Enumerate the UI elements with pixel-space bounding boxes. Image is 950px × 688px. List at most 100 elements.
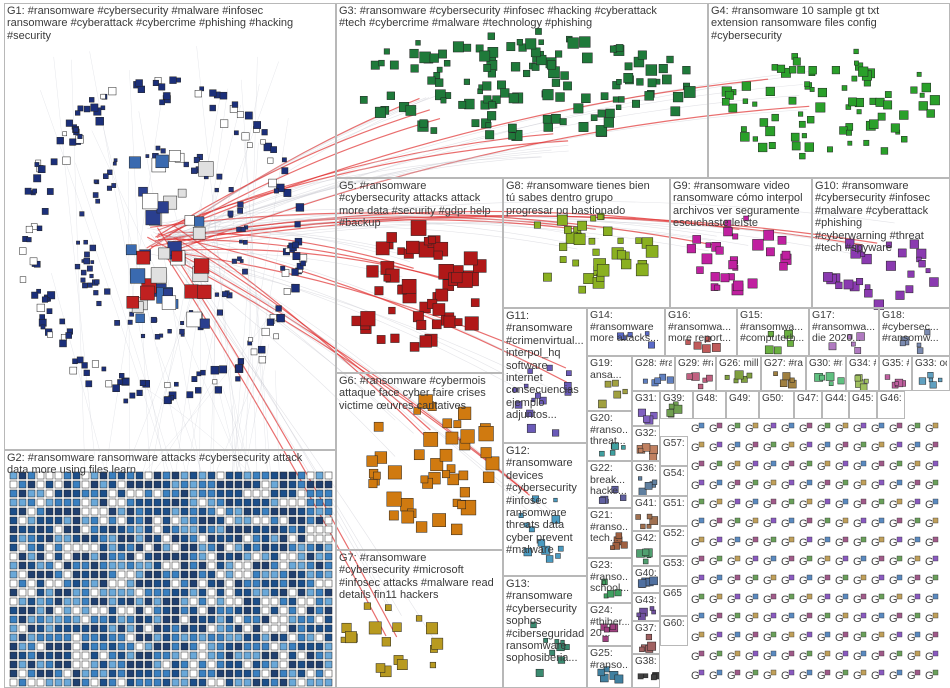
- cluster-label: G35: #ran...: [882, 358, 909, 369]
- minor-cluster-label: G: [925, 632, 934, 644]
- cluster-label: G16: #ransomwa... more report...: [668, 310, 734, 345]
- cluster-g32: G32: #ran...: [632, 426, 660, 461]
- cluster-label: G45:: [852, 393, 874, 404]
- node: [807, 651, 812, 656]
- node: [717, 556, 722, 561]
- node: [843, 556, 848, 561]
- minor-cluster-label: G: [763, 575, 772, 587]
- node: [807, 632, 812, 637]
- cluster-label: G32: #ran...: [635, 428, 657, 439]
- minor-cluster-label: G: [781, 480, 790, 492]
- cluster-g47: G47:: [794, 391, 822, 419]
- node: [933, 480, 938, 485]
- node: [753, 499, 758, 504]
- minor-cluster-label: G: [799, 499, 808, 511]
- node: [861, 442, 866, 447]
- node: [915, 480, 920, 485]
- cluster-label: G33: octo...: [915, 358, 947, 369]
- cluster-label: G12: #ransomware devices #cybersecurity …: [506, 445, 584, 557]
- node: [825, 423, 830, 428]
- cluster-label: G51: join...: [663, 498, 685, 509]
- minor-cluster-label: G: [727, 537, 736, 549]
- cluster-g37: G37: #ra...: [632, 621, 660, 654]
- minor-cluster-label: G: [817, 499, 826, 511]
- cluster-label: G31: #ran...: [635, 393, 657, 404]
- cluster-g21: G21: #ranso... tech...: [587, 508, 632, 558]
- minor-cluster-label: G: [871, 651, 880, 663]
- minor-cluster-label: G: [853, 423, 862, 435]
- cluster-label: G42: #ran...: [635, 533, 657, 544]
- minor-cluster-label: G: [745, 537, 754, 549]
- minor-cluster-label: G: [709, 442, 718, 454]
- node: [915, 575, 920, 580]
- node: [735, 632, 740, 637]
- node: [843, 518, 848, 523]
- minor-cluster-label: G: [835, 461, 844, 473]
- minor-cluster-label: G: [889, 499, 898, 511]
- node: [717, 480, 722, 485]
- node: [753, 537, 758, 542]
- node: [699, 670, 704, 675]
- node: [735, 423, 740, 428]
- minor-cluster-label: G: [799, 632, 808, 644]
- cluster-label: G17: #ransomwa... die 2020...: [812, 310, 876, 345]
- minor-cluster-label: G: [781, 613, 790, 625]
- cluster-g29: G29: #rans...: [675, 356, 716, 391]
- node: [735, 442, 740, 447]
- minor-cluster-label: G: [817, 461, 826, 473]
- node: [735, 556, 740, 561]
- minor-cluster-label: G: [907, 518, 916, 530]
- cluster-label: G65: [663, 588, 685, 599]
- cluster-label: G25: #ranso...: [590, 648, 629, 671]
- minor-cluster-label: G: [745, 423, 754, 435]
- minor-cluster-label: G: [817, 423, 826, 435]
- minor-cluster-label: G: [691, 651, 700, 663]
- node: [861, 613, 866, 618]
- minor-cluster-label: G: [763, 499, 772, 511]
- minor-cluster-label: G: [781, 442, 790, 454]
- node: [861, 632, 866, 637]
- minor-cluster-label: G: [835, 537, 844, 549]
- cluster-label: G24: #thiber... 20...: [590, 605, 629, 640]
- cluster-g40: G40: #ran...: [632, 566, 660, 593]
- minor-cluster-label: G: [727, 613, 736, 625]
- minor-cluster-label: G: [889, 613, 898, 625]
- minor-cluster-label: G: [691, 461, 700, 473]
- minor-cluster-label: G: [817, 613, 826, 625]
- node: [771, 423, 776, 428]
- minor-cluster-label: G: [871, 556, 880, 568]
- node: [843, 632, 848, 637]
- node: [807, 442, 812, 447]
- minor-cluster-label: G: [763, 480, 772, 492]
- cluster-label: G7: #ransomware #cybersecurity #microsof…: [339, 552, 500, 602]
- node: [933, 575, 938, 580]
- node: [897, 461, 902, 466]
- node: [915, 461, 920, 466]
- node: [843, 480, 848, 485]
- minor-cluster-label: G: [853, 442, 862, 454]
- node: [915, 594, 920, 599]
- minor-cluster-label: G: [925, 575, 934, 587]
- node: [771, 556, 776, 561]
- minor-cluster-label: G: [781, 499, 790, 511]
- minor-cluster-label: G: [907, 499, 916, 511]
- node: [897, 594, 902, 599]
- minor-cluster-label: G: [835, 651, 844, 663]
- cluster-g2: G2: #ransomware ransomware attacks #cybe…: [4, 450, 336, 688]
- cluster-label: G1: #ransomware #cybersecurity #malware …: [7, 5, 333, 42]
- node: [933, 632, 938, 637]
- node: [789, 442, 794, 447]
- minor-cluster-label: G: [799, 575, 808, 587]
- cluster-g18: G18: #cybersec... #ransomw...: [879, 308, 950, 356]
- node: [825, 442, 830, 447]
- minor-cluster-label: G: [781, 594, 790, 606]
- node: [933, 537, 938, 542]
- node: [807, 499, 812, 504]
- cluster-label: G20: #ranso... threat...: [590, 413, 629, 448]
- node: [843, 613, 848, 618]
- cluster-g35: G35: #ran...: [879, 356, 912, 391]
- minor-cluster-label: G: [781, 518, 790, 530]
- cluster-g20: G20: #ranso... threat...: [587, 411, 632, 461]
- minor-cluster-label: G: [835, 423, 844, 435]
- node: [771, 518, 776, 523]
